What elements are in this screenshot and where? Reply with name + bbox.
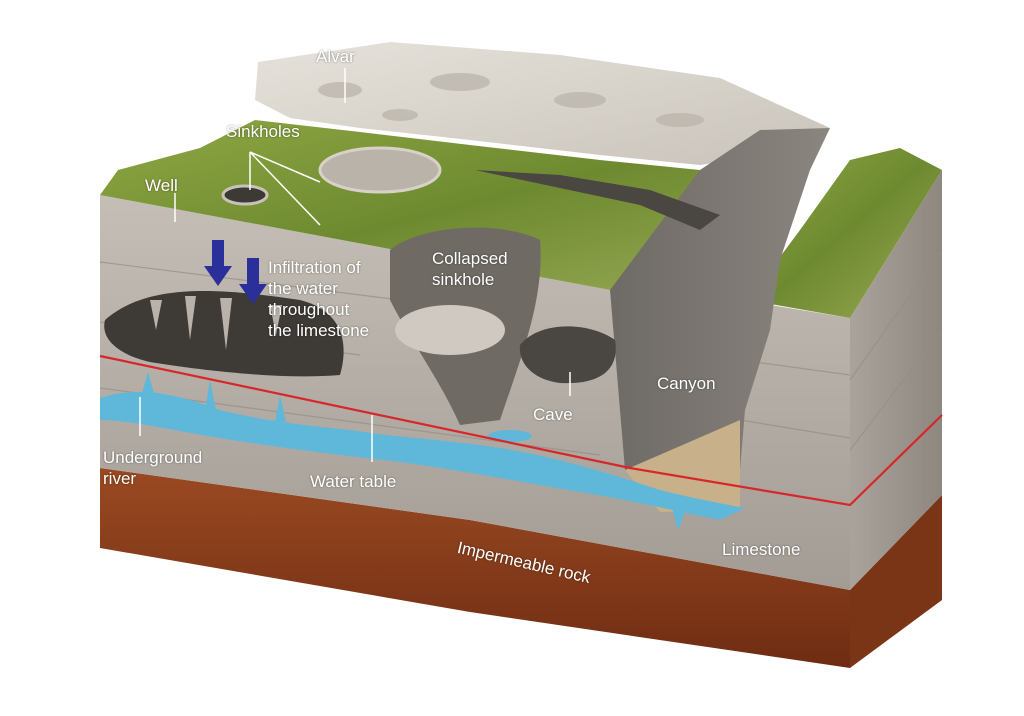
label-infiltration-line-4: the limestone — [268, 321, 370, 340]
label-sinkholes: Sinkholes — [226, 122, 300, 141]
label-collapsed-line-2: sinkhole — [432, 270, 495, 289]
label-underground-line-1: Underground — [103, 448, 203, 467]
collapsed-rubble — [395, 305, 505, 355]
canyon-wall — [610, 128, 830, 470]
impermeable-rock-side — [850, 495, 942, 668]
label-alvar: Alvar — [316, 47, 355, 66]
stalactites — [150, 296, 282, 350]
water-table-line — [99, 354, 943, 507]
label-infiltration-line-2: the water — [268, 279, 338, 298]
underground-river — [100, 391, 745, 520]
label-cave: Cave — [533, 405, 573, 424]
upper-cave — [104, 291, 344, 377]
label-collapsed-line-1: Collapsed — [432, 249, 508, 268]
label-water-table: Water table — [310, 472, 397, 491]
label-limestone: Limestone — [722, 540, 801, 559]
label-canyon: Canyon — [657, 374, 716, 393]
impermeable-rock-front — [100, 468, 850, 668]
label-infiltration-line-3: throughout — [268, 300, 350, 319]
label-well: Well — [145, 176, 178, 195]
label-infiltration-line-1: Infiltration of — [268, 258, 361, 277]
grass-surface — [100, 120, 800, 300]
label-collapsed-sinkhole: Collapsed sinkhole — [432, 248, 508, 290]
river-drips — [140, 372, 690, 530]
cave-chamber — [519, 326, 616, 384]
grass-right-block — [748, 148, 942, 318]
surface-fissure — [475, 170, 720, 230]
label-infiltration: Infiltration of the water throughout the… — [268, 257, 369, 341]
alvar-top — [255, 42, 830, 165]
infiltration-arrow-1 — [204, 240, 232, 286]
infiltration-arrows — [204, 240, 267, 304]
infiltration-arrow-2 — [239, 258, 267, 304]
sinkhole-large — [318, 146, 442, 194]
label-underground-river: Underground river — [103, 447, 202, 489]
leader-lines — [139, 68, 571, 462]
limestone-side-face — [850, 170, 942, 590]
label-underground-line-2: river — [103, 469, 137, 488]
alvar-texture — [318, 73, 704, 127]
sinkhole-small — [221, 184, 269, 206]
